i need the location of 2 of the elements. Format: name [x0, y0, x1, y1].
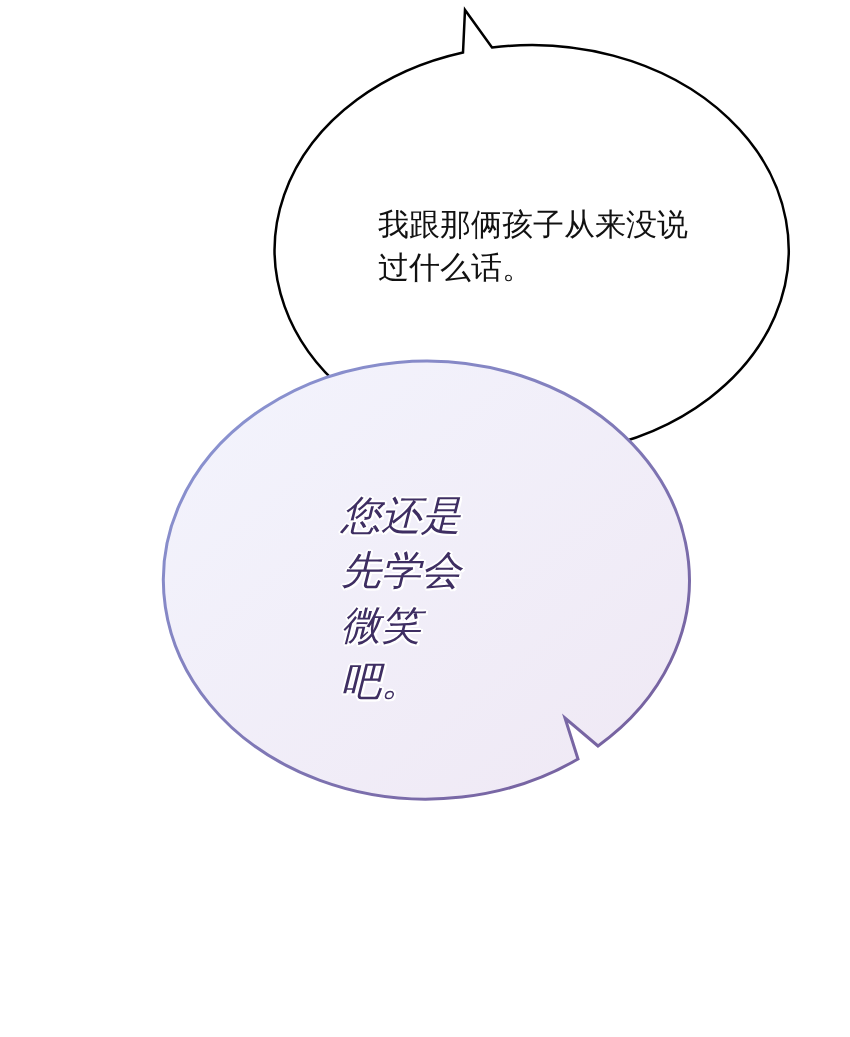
dialogue-text: 您还是先学会微笑吧。 [341, 491, 464, 706]
dialogue-text: 我跟那俩孩子从来没说过什么话。 [378, 205, 689, 287]
